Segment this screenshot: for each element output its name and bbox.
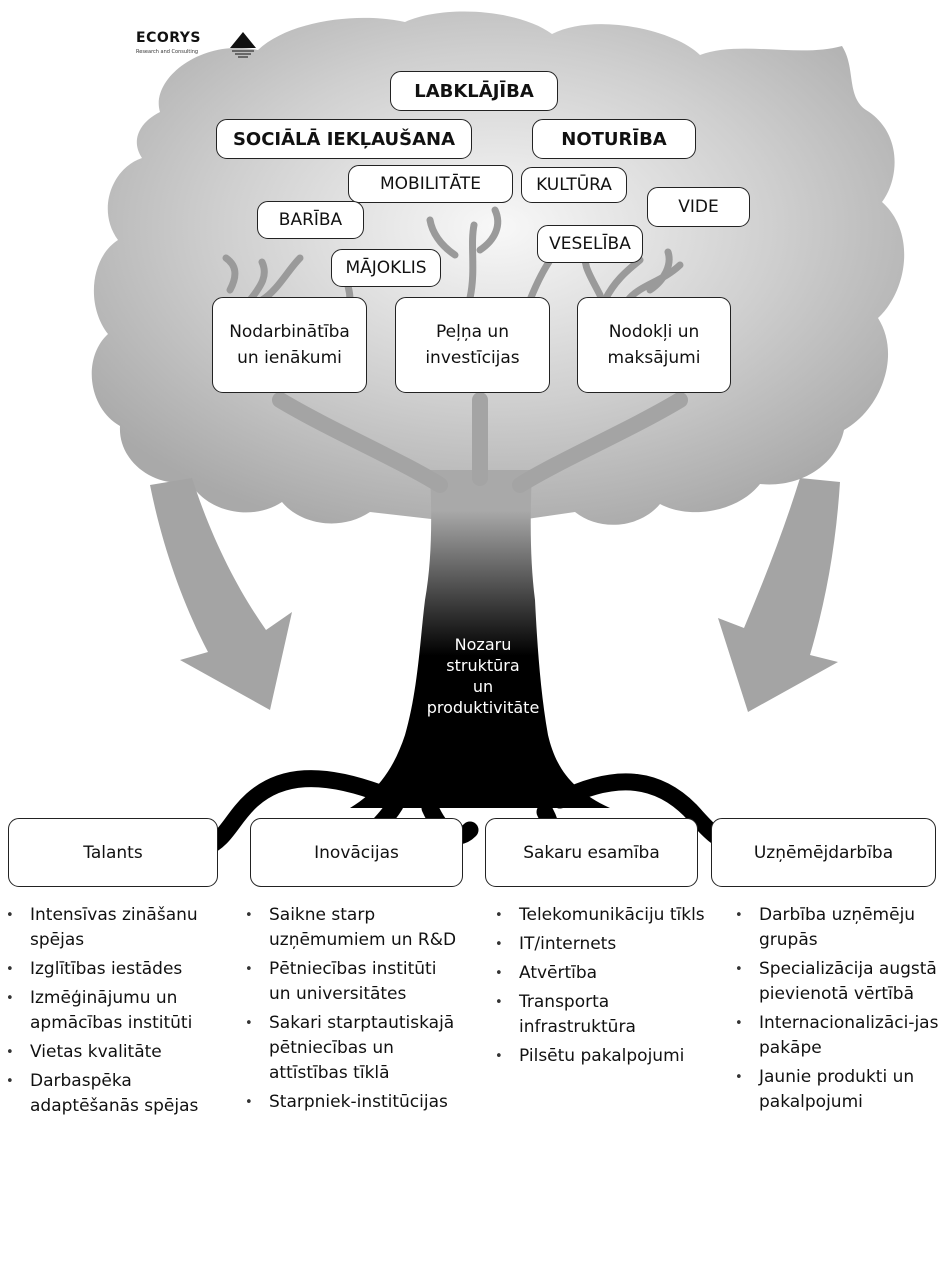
list-item: Izmēģinājumu un apmācības institūti bbox=[6, 986, 216, 1036]
logo-wordmark: ECORYS bbox=[136, 30, 201, 46]
tree-branches bbox=[222, 206, 684, 304]
pill-veseliba: VESELĪBA bbox=[537, 225, 643, 263]
pill-bariba: BARĪBA bbox=[257, 201, 364, 239]
box-line: un ienākumi bbox=[237, 348, 342, 368]
list-item: Darbaspēka adaptēšanās spējas bbox=[6, 1069, 216, 1119]
list-item: Starpniek-institūcijas bbox=[245, 1090, 460, 1115]
list-talants: Intensīvas zināšanu spējas Izglītības ie… bbox=[6, 903, 216, 1123]
logo-subtitle: Research and Consulting bbox=[136, 49, 199, 55]
category-sakaru-esamiba: Sakaru esamība bbox=[485, 818, 698, 887]
box-nodokli: Nodokļi un maksājumi bbox=[577, 297, 731, 393]
list-item: Specializācija augstā pievienotā vērtībā bbox=[735, 957, 941, 1007]
list-item: Saikne starp uzņēmumiem un R&D bbox=[245, 903, 460, 953]
list-item: Darbība uzņēmēju grupās bbox=[735, 903, 941, 953]
list-item: Internacionalizāci-jas pakāpe bbox=[735, 1011, 941, 1061]
category-uznemejdarbiba: Uzņēmējdarbība bbox=[711, 818, 936, 887]
list-item: IT/internets bbox=[495, 932, 705, 957]
pill-mobilitate: MOBILITĀTE bbox=[348, 165, 513, 203]
left-arrow bbox=[150, 478, 292, 710]
trunk-label: Nozaru struktūra un produktivitāte bbox=[421, 634, 545, 718]
list-uznemejdarbiba: Darbība uzņēmēju grupās Specializācija a… bbox=[735, 903, 941, 1119]
box-line: investīcijas bbox=[425, 348, 520, 368]
list-item: Atvērtība bbox=[495, 961, 705, 986]
list-inovacijas: Saikne starp uzņēmumiem un R&D Pētniecīb… bbox=[245, 903, 460, 1119]
trunk-label-line: struktūra bbox=[446, 656, 520, 675]
trunk-upper-branches bbox=[272, 392, 688, 493]
category-inovacijas: Inovācijas bbox=[250, 818, 463, 887]
list-item: Telekomunikāciju tīkls bbox=[495, 903, 705, 928]
pill-kultura: KULTŪRA bbox=[521, 167, 627, 203]
list-item: Pilsētu pakalpojumi bbox=[495, 1044, 705, 1069]
list-item: Transporta infrastruktūra bbox=[495, 990, 705, 1040]
tree-trunk bbox=[350, 470, 610, 808]
box-line: Nodokļi un bbox=[608, 322, 700, 342]
pill-noturiba: NOTURĪBA bbox=[532, 119, 696, 159]
ecorys-logo: ECORYS Research and Consulting bbox=[136, 30, 256, 70]
list-item: Izglītības iestādes bbox=[6, 957, 216, 982]
pill-sociala-ieklausana: SOCIĀLĀ IEKĻAUŠANA bbox=[216, 119, 472, 159]
category-talants: Talants bbox=[8, 818, 218, 887]
box-line: maksājumi bbox=[607, 348, 701, 368]
logo-triangle-icon bbox=[230, 32, 256, 58]
box-nodarbinatiba: Nodarbinātība un ienākumi bbox=[212, 297, 367, 393]
pill-labklajiba: LABKLĀJĪBA bbox=[390, 71, 558, 111]
pill-majoklis: MĀJOKLIS bbox=[331, 249, 441, 287]
list-item: Intensīvas zināšanu spējas bbox=[6, 903, 216, 953]
trunk-label-line: produktivitāte bbox=[426, 698, 540, 717]
pill-vide: VIDE bbox=[647, 187, 750, 227]
list-item: Jaunie produkti un pakalpojumi bbox=[735, 1065, 941, 1115]
trunk-label-line: un bbox=[472, 677, 494, 696]
box-line: Nodarbinātība bbox=[229, 322, 350, 342]
list-item: Sakari starptautiskajā pētniecības un at… bbox=[245, 1011, 460, 1086]
box-line: Peļņa un bbox=[436, 322, 509, 342]
right-arrow bbox=[718, 478, 840, 712]
list-item: Vietas kvalitāte bbox=[6, 1040, 216, 1065]
box-pelna: Peļņa un investīcijas bbox=[395, 297, 550, 393]
trunk-label-line: Nozaru bbox=[454, 635, 512, 654]
list-sakaru-esamiba: Telekomunikāciju tīkls IT/internets Atvē… bbox=[495, 903, 705, 1073]
list-item: Pētniecības institūti un universitātes bbox=[245, 957, 460, 1007]
